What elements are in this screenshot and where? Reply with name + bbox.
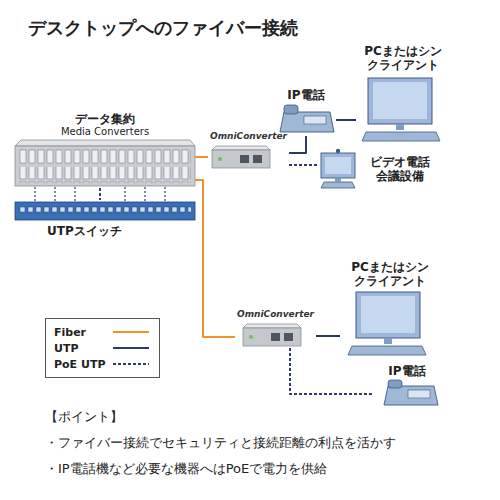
legend-line — [113, 331, 149, 333]
video-conference: ビデオ電話 会議設備 — [318, 148, 433, 190]
utp-cable — [316, 335, 340, 337]
node-label: IP電話 — [287, 88, 324, 102]
notes: 【ポイント】・ファイバー接続でセキュリティと接続距離の利点を活かす・IP電話機な… — [45, 404, 396, 482]
ip-phone: IP電話 — [276, 88, 336, 136]
note-text: ・ファイバー接続でセキュリティと接続距離の利点を活かす — [45, 430, 396, 456]
legend-label: PoE UTP — [54, 358, 105, 371]
legend-box: FiberUTP PoE UTP — [45, 318, 160, 378]
video-conference-drawing — [321, 149, 355, 188]
node-label: PCまたはシン クライアント — [347, 260, 433, 289]
node-label: UTPスイッチ — [47, 224, 122, 238]
poe-utp-cable — [290, 348, 372, 394]
omniconverter-drawing — [212, 146, 270, 168]
utp-cable — [289, 136, 306, 153]
media-converter-chassis: データ集約Media Converters — [15, 112, 195, 188]
legend-label: UTP — [54, 342, 79, 355]
omniconverter: OmniConverter — [235, 309, 316, 348]
utp-switch: UTPスイッチ — [15, 200, 195, 238]
pc-drawing — [348, 292, 426, 355]
ip-phone-drawing — [384, 380, 438, 405]
node-label: OmniConverter — [237, 309, 314, 320]
legend-sample — [111, 359, 151, 369]
ip-phone: IP電話 — [372, 364, 442, 408]
legend-sample — [111, 343, 151, 353]
chassis-drawing — [15, 140, 195, 186]
node-label: Media Converters — [61, 126, 149, 138]
legend-label: Fiber — [54, 326, 86, 339]
legend-line — [113, 347, 149, 349]
pc-thin-client: PCまたはシン クライアント — [340, 260, 440, 362]
pc-drawing — [362, 78, 440, 141]
node-label: OmniConverter — [210, 131, 287, 142]
fiber-cable — [195, 180, 235, 337]
poe-utp-cable — [99, 188, 101, 200]
omniconverter: OmniConverter — [208, 131, 289, 171]
patch-cables — [35, 187, 165, 201]
diagram-title: デスクトップへのファイバー接続 — [28, 16, 298, 40]
node-label: ビデオ電話 会議設備 — [367, 155, 433, 184]
fiber-cable — [195, 156, 208, 158]
node-label: IP電話 — [388, 364, 425, 378]
note-text: ・IP電話機など必要な機器へはPoEで電力を供給 — [45, 456, 396, 482]
omniconverter-drawing — [243, 324, 301, 346]
legend-sample — [111, 327, 151, 337]
legend-row: PoE UTP — [54, 356, 151, 372]
node-label: PCまたはシン クライアント — [360, 44, 446, 73]
utp-cable — [336, 119, 356, 121]
node-label: データ集約 — [75, 112, 135, 126]
legend-line — [113, 363, 149, 365]
legend-row: UTP — [54, 340, 151, 356]
ip-phone-drawing — [280, 105, 334, 132]
poe-utp-cable — [289, 164, 318, 166]
note-text: 【ポイント】 — [45, 404, 396, 430]
pc-thin-client: PCまたはシン クライアント — [356, 44, 450, 145]
switch-drawing — [15, 202, 195, 220]
legend-row: Fiber — [54, 324, 151, 340]
